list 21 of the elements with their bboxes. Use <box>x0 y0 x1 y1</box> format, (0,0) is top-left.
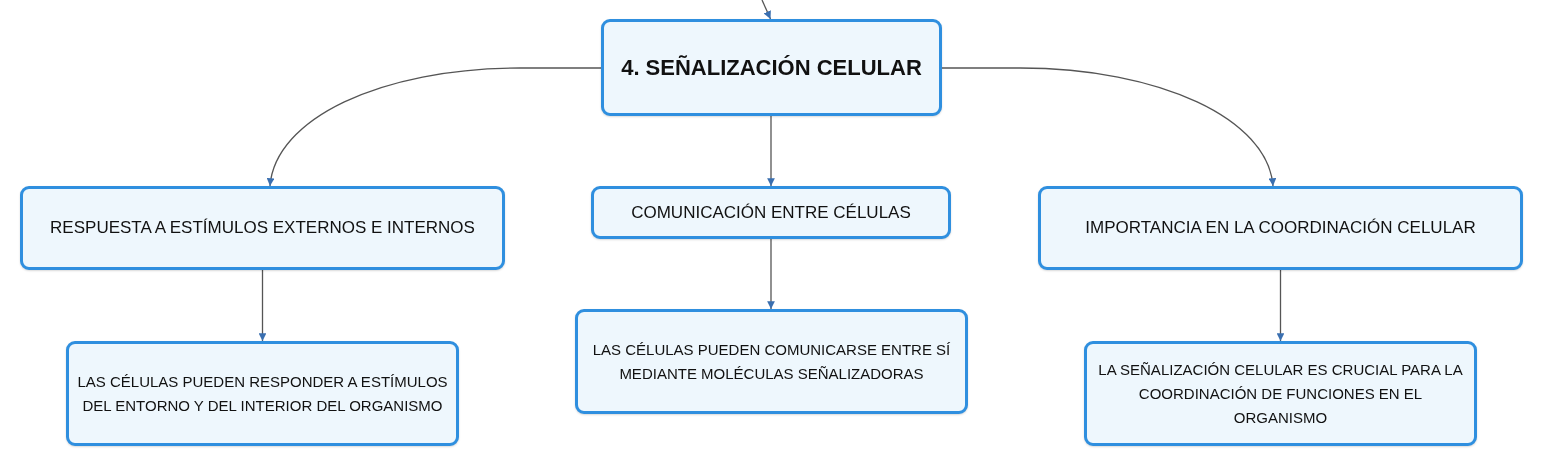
topic-text: COMUNICACIÓN ENTRE CÉLULAS <box>631 201 911 224</box>
topic-text: 4. SEÑALIZACIÓN CELULAR <box>621 53 922 82</box>
topic-text: LAS CÉLULAS PUEDEN RESPONDER A ESTÍMULOS DEL ENTORNO Y DEL INTERIOR DEL ORGANISMO <box>77 371 448 416</box>
topic-text: IMPORTANCIA EN LA COORDINACIÓN CELULAR <box>1085 217 1476 240</box>
topic-box <box>66 341 459 446</box>
topic-text: RESPUESTA A ESTÍMULOS EXTERNOS E INTERNOS <box>50 217 475 240</box>
connector-arrow <box>258 269 267 342</box>
topic-box <box>591 186 951 239</box>
connector-arrow <box>761 0 772 20</box>
topic-text: LA SEÑALIZACIÓN CELULAR ES CRUCIAL PARA LA COORDINACIÓN DE FUNCIONES EN EL ORGANISMO <box>1097 359 1464 428</box>
topic-box <box>20 186 505 270</box>
topic-box <box>575 309 968 414</box>
connector-arrow <box>767 238 775 310</box>
main-topic-box <box>601 19 942 116</box>
connector-arrow <box>941 67 1276 187</box>
topic-text: LAS CÉLULAS PUEDEN COMUNICARSE ENTRE SÍ MEDIANTE MOLÉCULAS SEÑALIZADORAS <box>591 339 952 384</box>
connector-arrow <box>267 67 602 187</box>
topic-box <box>1038 186 1523 270</box>
connector-arrow <box>767 115 775 187</box>
connector-arrow <box>1276 269 1285 342</box>
topic-box <box>1084 341 1477 446</box>
